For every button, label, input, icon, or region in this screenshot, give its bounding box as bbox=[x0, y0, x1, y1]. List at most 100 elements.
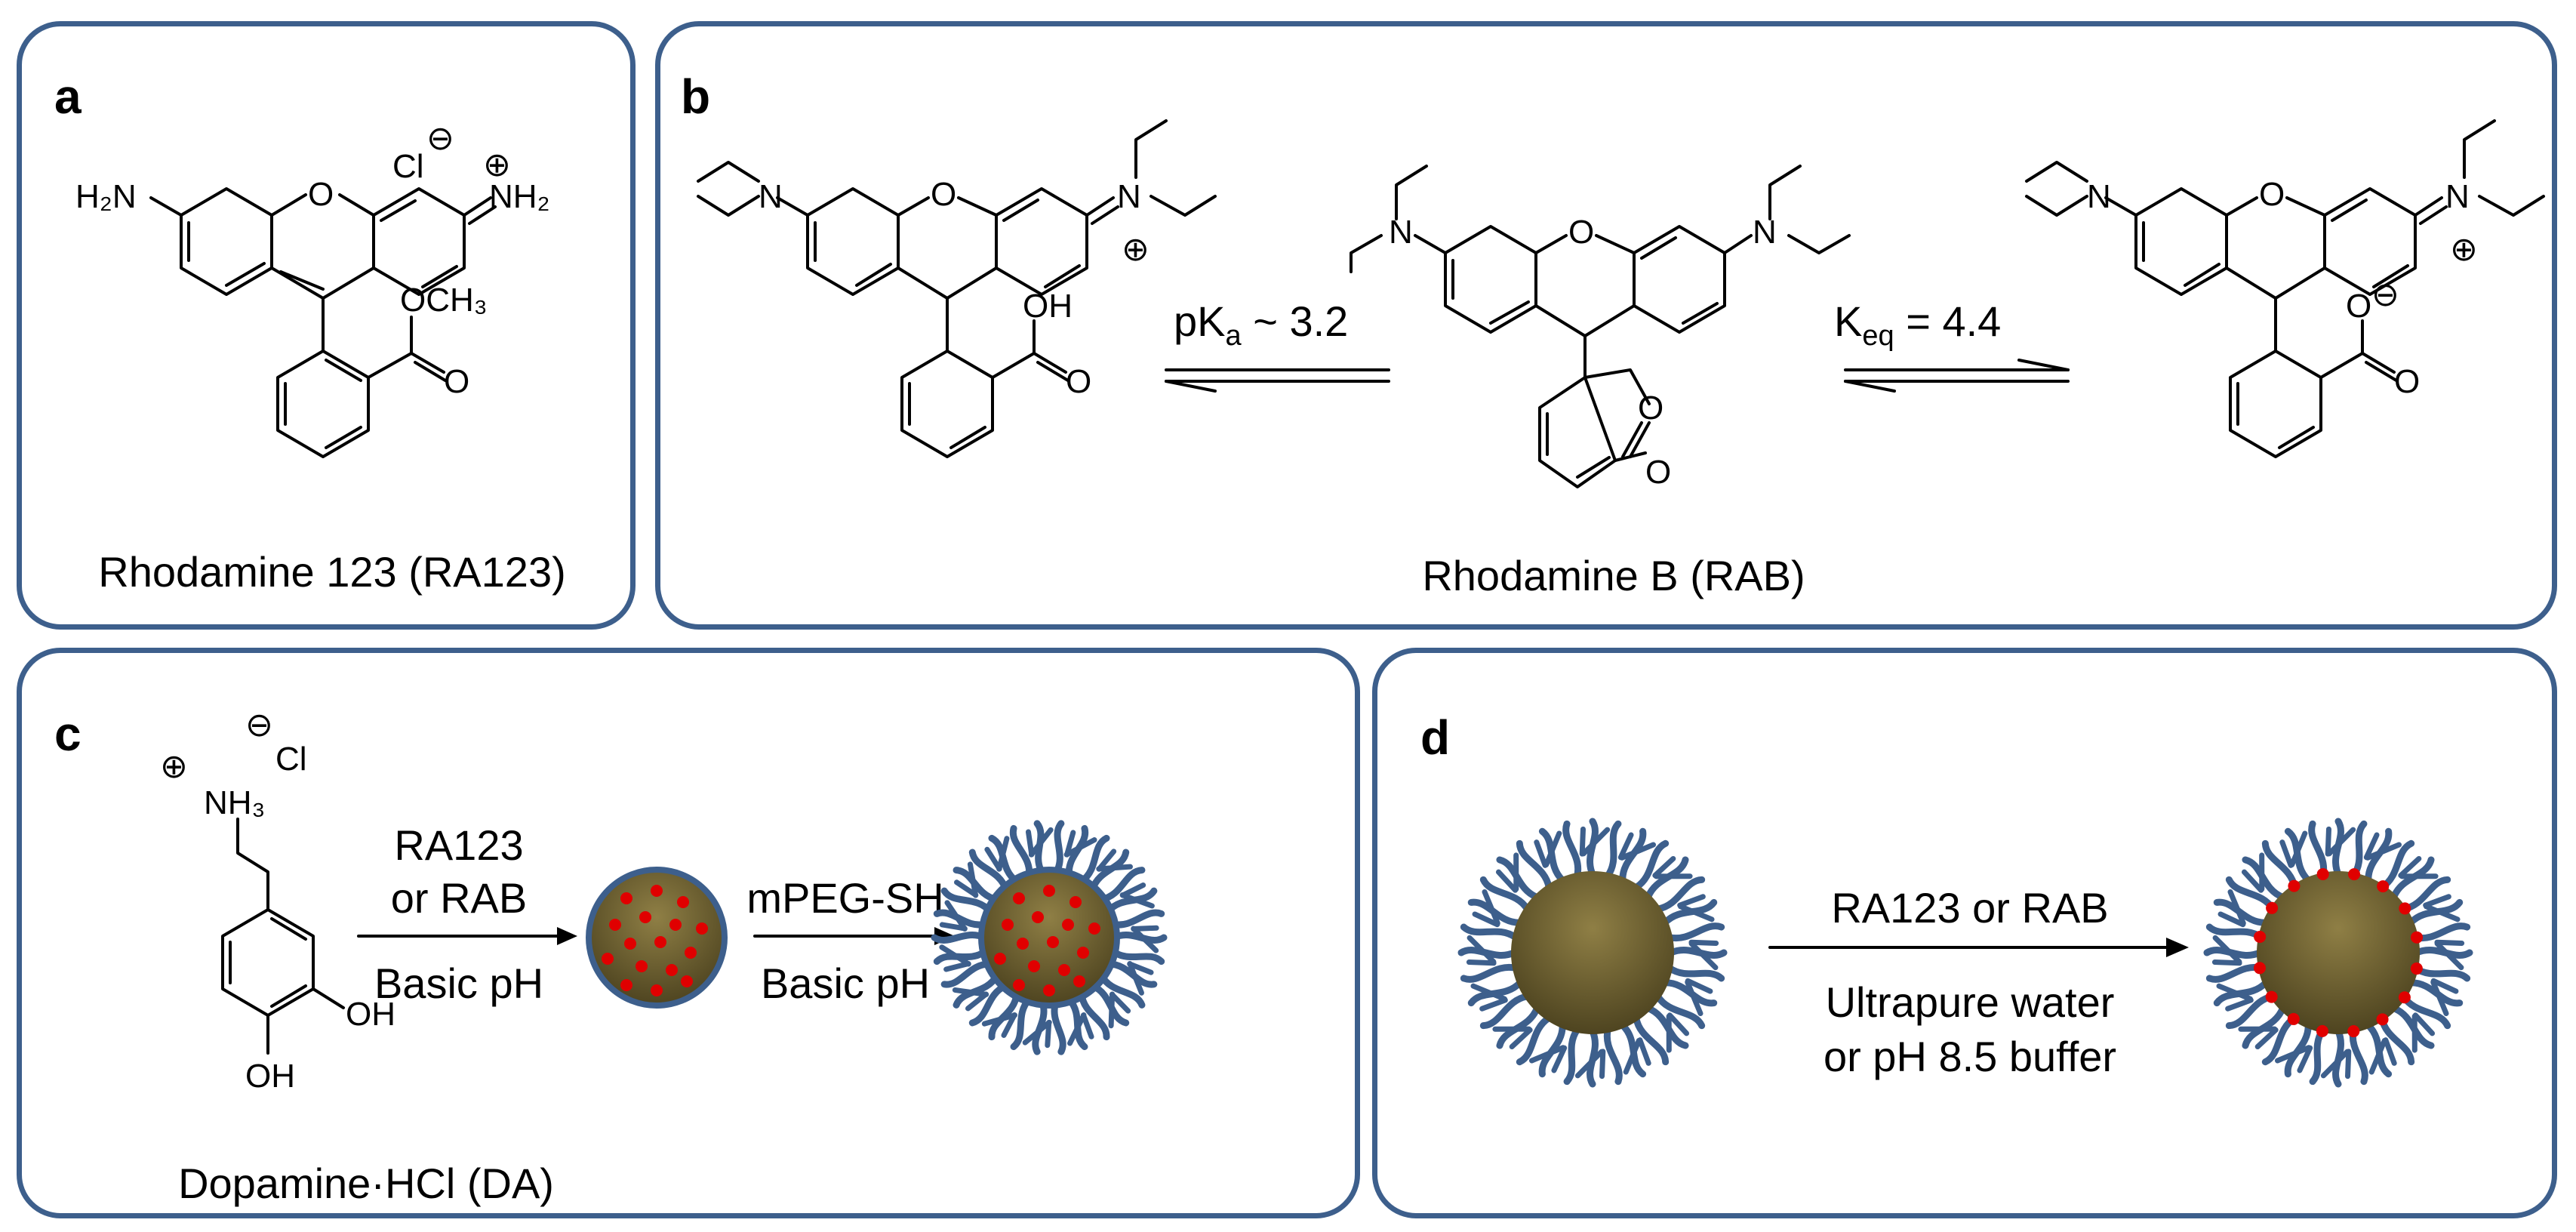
keq-value: = 4.4 bbox=[1894, 297, 2002, 345]
surface-dye-dot bbox=[2377, 880, 2390, 893]
panel-a-label: a bbox=[54, 69, 82, 124]
peg-branch bbox=[981, 1012, 1018, 1027]
peg-chain bbox=[1516, 839, 1553, 892]
peg-branch bbox=[2225, 997, 2254, 1012]
peg-branch bbox=[2320, 1049, 2350, 1079]
amine-left-label: H₂N bbox=[75, 178, 137, 215]
iminium-right-label: NH₂ bbox=[489, 178, 550, 215]
peg-branch bbox=[2368, 1038, 2387, 1075]
peg-branch bbox=[1131, 925, 1159, 932]
peg-chain bbox=[2205, 963, 2265, 983]
peg-branch bbox=[1637, 1037, 1651, 1066]
peg-branch bbox=[939, 944, 971, 967]
dopamine-chloride-minus: ⊖ bbox=[245, 707, 273, 744]
peg-branch bbox=[1652, 855, 1676, 879]
peg-branch bbox=[1108, 991, 1116, 1029]
peg-branch bbox=[2383, 1037, 2397, 1066]
peg-branch bbox=[2227, 889, 2246, 926]
surface-dye-dot bbox=[2265, 990, 2278, 1003]
loaded-nanoparticle bbox=[586, 867, 728, 1009]
step1-arrowhead bbox=[557, 927, 577, 945]
pka-sub: a bbox=[1225, 320, 1242, 353]
rab-lactone-form bbox=[1350, 165, 1851, 488]
pegylated-empty-nanoparticle bbox=[1457, 818, 1728, 1088]
peg-chain bbox=[1603, 1026, 1623, 1086]
panel-b-label: b bbox=[681, 69, 711, 124]
dopamine-caption: Dopamine·HCl (DA) bbox=[178, 1160, 554, 1207]
dopamine-plus: ⊕ bbox=[160, 748, 188, 785]
peg-branch bbox=[2434, 939, 2465, 946]
plus-charge-a: ⊕ bbox=[483, 146, 511, 183]
peg-branch bbox=[1619, 842, 1656, 861]
dye-dots-peg bbox=[994, 885, 1100, 996]
equilibrium-arrow-2 bbox=[1844, 359, 2070, 393]
peg-chain bbox=[2309, 1026, 2327, 1086]
pka-label: pKa ~ 3.2 bbox=[1174, 297, 1349, 353]
rab2-ring-o: O bbox=[1638, 390, 1663, 427]
panel-c-label: c bbox=[54, 707, 82, 761]
pka-value: ~ 3.2 bbox=[1241, 297, 1349, 345]
peg-branch bbox=[2279, 839, 2294, 868]
peg-chain bbox=[1633, 839, 1670, 892]
peg-chain bbox=[2308, 820, 2328, 879]
rab1-plus: ⊕ bbox=[1122, 231, 1150, 268]
peg-branch bbox=[2212, 935, 2242, 965]
peg-branch bbox=[2430, 978, 2459, 994]
rab3-plus: ⊕ bbox=[2450, 231, 2478, 268]
peg-branch bbox=[1623, 1038, 1642, 1075]
surface-dye-dot bbox=[2399, 902, 2411, 915]
peg-branch bbox=[1470, 983, 1507, 1002]
keq-sub: eq bbox=[1862, 320, 1894, 353]
peg-chain bbox=[1563, 1026, 1581, 1086]
peg-branch bbox=[967, 861, 979, 898]
peg-branch bbox=[1509, 1027, 1533, 1050]
rhodamine-123-caption: Rhodamine 123 (RA123) bbox=[98, 548, 566, 596]
panel-d-arrow-top: RA123 or RAB bbox=[1831, 884, 2109, 932]
peg-branch bbox=[1467, 935, 1497, 965]
panel-b bbox=[655, 21, 2557, 630]
rab3-minus: ⊖ bbox=[2371, 276, 2399, 313]
surface-dye-dot bbox=[2316, 1024, 2328, 1037]
peg-branch bbox=[2434, 941, 2464, 971]
ester-carbonyl-oxygen: O bbox=[444, 363, 469, 400]
peg-branch bbox=[1678, 904, 1715, 922]
dye-dots bbox=[602, 885, 708, 996]
step1-bottom: Basic pH bbox=[374, 959, 544, 1007]
rab2-n-right: N bbox=[1753, 214, 1777, 251]
peg-branch bbox=[2424, 904, 2461, 922]
peg-branch bbox=[1466, 959, 1497, 966]
minus-charge-a: ⊖ bbox=[426, 120, 454, 157]
peg-branch bbox=[1096, 864, 1133, 872]
peg-branch bbox=[1543, 830, 1562, 867]
panel-d-arrow-bottom2: or pH 8.5 buffer bbox=[1823, 1033, 2117, 1080]
surface-dye-dot bbox=[2254, 930, 2267, 943]
dopamine-oh-2: OH bbox=[245, 1058, 295, 1095]
peg-branch bbox=[1574, 1049, 1605, 1079]
peg-branch bbox=[2254, 1027, 2279, 1050]
peg-chain bbox=[1654, 876, 1706, 913]
peg-branch bbox=[952, 987, 989, 997]
peg-branch bbox=[1599, 1049, 1606, 1080]
peg-branch bbox=[2241, 869, 2264, 893]
peg-chain bbox=[1460, 963, 1519, 983]
keq-main: K bbox=[1834, 297, 1863, 345]
rab2-oxygen: O bbox=[1568, 214, 1594, 251]
peg-branch bbox=[1479, 997, 1508, 1012]
peg-branch bbox=[2216, 983, 2253, 1002]
peg-chain bbox=[1666, 964, 1725, 982]
peg-branch bbox=[2423, 894, 2451, 908]
peg-branch bbox=[1127, 960, 1144, 996]
surface-dye-dot bbox=[2266, 901, 2279, 914]
dopamine-structure bbox=[221, 818, 345, 1055]
surface-dye-dot bbox=[2376, 1013, 2389, 1026]
peg-chain bbox=[2411, 922, 2471, 942]
peg-branch bbox=[1688, 941, 1719, 971]
peg-branch bbox=[2217, 911, 2246, 928]
peg-branch bbox=[1131, 926, 1159, 953]
peg-chain bbox=[1654, 993, 1706, 1030]
peg-branch bbox=[1534, 839, 1548, 868]
peg-branch bbox=[2345, 1049, 2352, 1080]
